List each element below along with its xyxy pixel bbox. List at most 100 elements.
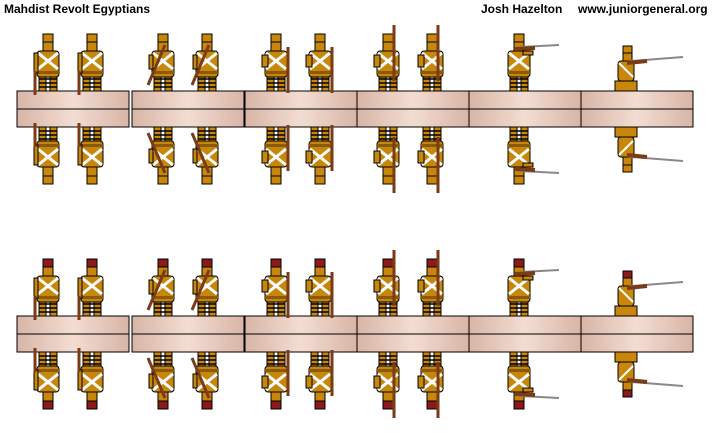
figure-back [190,351,219,410]
soldier-head [314,391,326,402]
soldier-head [42,41,54,52]
soldier-arm [417,150,425,164]
figure-back [417,126,444,193]
soldier-arm [77,277,83,299]
figure-front [417,25,444,92]
stand-base [244,333,358,353]
figure-front [507,33,560,92]
soldier-arm [192,54,198,70]
tarboosh [86,400,98,410]
stand-base [131,315,245,335]
tarboosh [382,175,394,185]
figure-front [33,33,60,95]
soldier-arm [261,150,269,164]
figure-stand [16,258,130,410]
figure-front [507,258,560,317]
figure-back [373,351,400,418]
tarboosh [426,175,438,185]
rifle [146,132,167,174]
soldier-arm [373,150,381,164]
soldier-head [270,41,282,52]
tarboosh [513,400,525,410]
tarboosh [314,400,326,410]
stand-base [468,108,582,128]
stand-base [356,90,470,110]
tarboosh [201,175,213,185]
figure-front [190,33,219,92]
tarboosh [201,33,213,43]
soldier-arm [261,279,269,293]
figure-back [33,123,60,185]
soldier-head [426,266,438,277]
stand-base [131,108,245,128]
soldier-leg [614,80,638,92]
stand-base [580,108,694,128]
figure-stand [468,33,582,185]
stand-base [131,90,245,110]
tarboosh [622,389,633,398]
tarboosh [622,45,633,54]
stand-base [468,90,582,110]
figure-back [417,351,444,418]
soldier-head [622,156,633,166]
figure-back [261,350,290,410]
soldier-head [622,277,633,287]
tarboosh [270,33,282,43]
soldier-arm [148,279,154,295]
soldier-head [314,266,326,277]
soldier-arm [373,279,381,293]
stand-base [244,90,358,110]
rifle [190,44,211,86]
tarboosh [86,33,98,43]
figure-front [373,25,400,92]
sheet-title: Mahdist Revolt Egyptians [4,2,151,16]
figure-front [417,250,444,317]
soldier-arm [373,54,381,68]
soldier-head [382,41,394,52]
figure-stand [131,33,245,185]
figure-stand [468,258,582,410]
soldier-arm [373,375,381,389]
figure-stand [356,25,470,193]
soldier-head [622,52,633,62]
soldier-arm [148,54,154,70]
tarboosh [201,258,213,268]
figure-back [146,351,175,410]
soldier-arm [522,162,534,168]
soldier-head [42,391,54,402]
figure-front [373,250,400,317]
figure-front [77,33,104,95]
stand-base [16,108,130,128]
figure-back [77,348,104,410]
soldier-head [382,391,394,402]
soldier-arm [33,277,39,299]
soldier-arm [417,375,425,389]
soldier-arm [261,54,269,68]
tarboosh [622,164,633,173]
soldier-arm [305,150,313,164]
figure-front [261,33,290,93]
soldier-arm [417,279,425,293]
figure-back [305,125,334,185]
tarboosh [86,258,98,268]
tarboosh [382,33,394,43]
stand-base [468,315,582,335]
tarboosh [314,33,326,43]
figure-back [614,126,684,173]
figure-back [614,351,684,398]
figure-front [614,45,684,92]
soldier-head [42,166,54,177]
soldier-head [382,266,394,277]
figure-front [261,258,290,318]
author-credit: Josh Hazelton [481,2,563,16]
figure-stand [580,270,694,398]
tarboosh [314,175,326,185]
rifle [146,357,167,399]
figure-back [261,125,290,185]
tarboosh [157,175,169,185]
rifle [190,132,211,174]
figure-stand [356,250,470,418]
soldier-leg [614,126,638,138]
soldier-arm [522,275,534,281]
figure-stand [131,258,245,410]
